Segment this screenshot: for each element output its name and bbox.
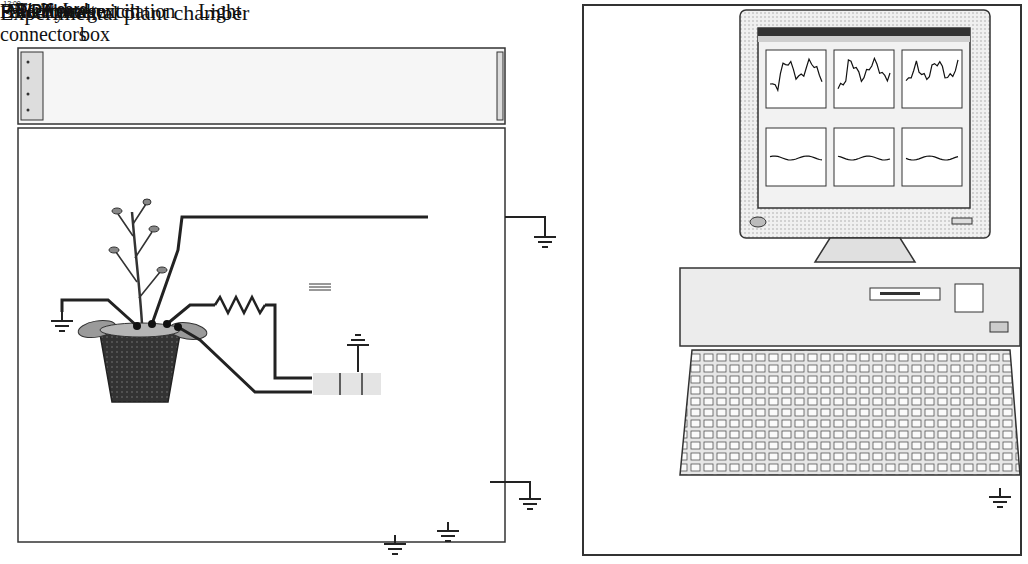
excitation-wire xyxy=(178,327,312,392)
electrodes xyxy=(133,320,182,331)
plant-pot xyxy=(100,334,180,402)
chart-trace xyxy=(906,156,958,160)
chart-panel xyxy=(834,50,894,108)
computer-panel xyxy=(583,5,1021,555)
chart-panel xyxy=(766,50,826,108)
chart-panel xyxy=(766,128,826,186)
node-heading: AD/DA card xyxy=(0,0,94,17)
chart-trace xyxy=(838,156,890,160)
chart-panel xyxy=(834,128,894,186)
reference-wire xyxy=(62,300,137,326)
chart-trace xyxy=(770,59,822,90)
measuring-wire xyxy=(152,217,428,324)
resistor-wire xyxy=(265,305,312,378)
chamber-frame xyxy=(18,128,505,542)
sensor xyxy=(309,284,331,290)
chart-panel xyxy=(902,50,962,108)
chart-trace xyxy=(838,58,890,88)
ground-wire xyxy=(357,354,359,372)
chart-trace xyxy=(906,60,958,81)
resistor-wire xyxy=(167,305,215,324)
chart-panel xyxy=(902,128,962,186)
ground-wire xyxy=(505,217,545,228)
keyboard xyxy=(680,350,1020,475)
wires xyxy=(62,217,545,490)
computer-case xyxy=(680,268,1020,346)
excitation-box-body xyxy=(313,373,381,395)
light-housing xyxy=(18,48,505,124)
ground-wire xyxy=(490,482,530,490)
resistor-symbol xyxy=(215,297,265,313)
chart-trace xyxy=(770,156,822,160)
monitor xyxy=(740,10,990,262)
